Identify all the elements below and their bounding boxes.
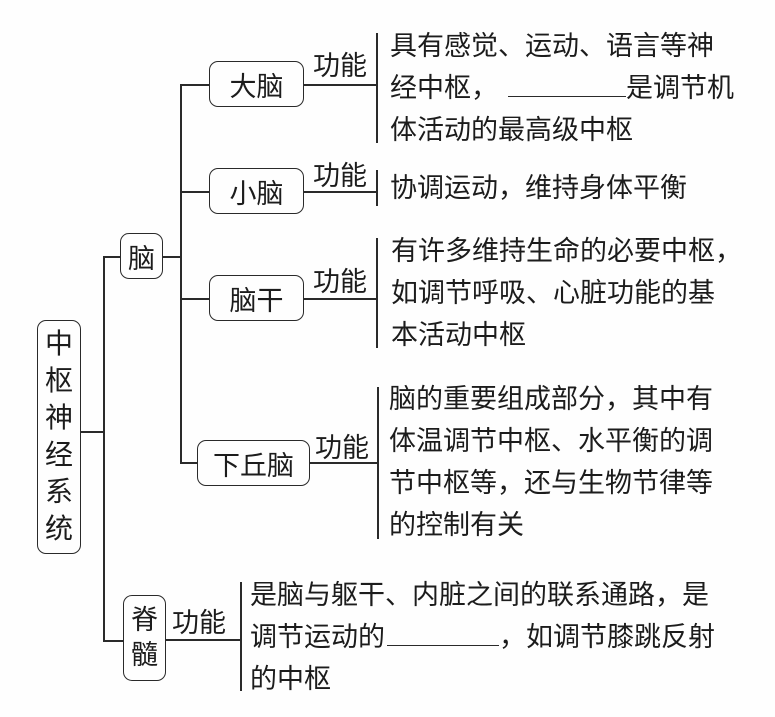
cerebrum-branch <box>180 84 210 86</box>
root-connector <box>80 431 104 433</box>
root-char: 中 <box>44 327 73 361</box>
brainstem-description: 有许多维持生命的必要中枢， 如调节呼吸、心脏功能的基 本活动中枢 <box>391 231 742 357</box>
desc-line: 协调运动，维持身体平衡 <box>390 173 687 204</box>
cerebellum-branch <box>180 191 210 193</box>
desc-line: 是脑与躯干、内脏之间的联系通路，是 <box>250 580 709 611</box>
cerebellum-bracket <box>376 170 378 206</box>
spinal-function-label: 功能 <box>172 608 226 639</box>
spinal-bracket <box>240 582 242 691</box>
brain-out-connector <box>162 256 181 258</box>
hypothalamus-node: 下丘脑 <box>197 440 310 486</box>
brainstem-bracket <box>376 238 378 348</box>
brainstem-label: 脑干 <box>229 285 284 317</box>
spinal-char: 脊 <box>131 604 158 636</box>
desc-line: 的中枢 <box>250 664 331 695</box>
root-char: 统 <box>44 511 73 545</box>
desc-line: 脑的重要组成部分，其中有 <box>389 384 713 415</box>
hypothalamus-function-label: 功能 <box>315 433 369 464</box>
desc-line: 体温调节中枢、水平衡的调 <box>389 426 713 457</box>
desc-line: 如调节呼吸、心脏功能的基 <box>391 278 715 309</box>
cerebellum-description: 协调运动，维持身体平衡 <box>390 168 687 210</box>
desc-line: 调节运动的 ，如调节膝跳反射 <box>250 617 715 659</box>
cerebrum-function-line <box>303 84 377 86</box>
root-char: 枢 <box>44 364 73 398</box>
hypothalamus-function-line <box>309 462 377 464</box>
spinal-description: 是脑与躯干、内脏之间的联系通路，是 调节运动的 ，如调节膝跳反射 的中枢 <box>250 575 715 701</box>
brainstem-function-line <box>303 298 377 300</box>
brainstem-branch <box>180 298 210 300</box>
fill-in-blank[interactable] <box>508 74 626 97</box>
hypothalamus-bracket <box>377 387 379 539</box>
cerebellum-function-line <box>303 191 377 193</box>
brain-node: 脑 <box>120 233 163 279</box>
cerebrum-function-label: 功能 <box>313 51 367 82</box>
brain-branch <box>103 256 121 258</box>
brainstem-node: 脑干 <box>209 275 304 321</box>
spinal-char: 髓 <box>131 640 158 671</box>
hypothalamus-label: 下丘脑 <box>213 450 294 482</box>
desc-line: 有许多维持生命的必要中枢， <box>391 236 742 267</box>
cerebrum-label: 大脑 <box>229 71 284 103</box>
cerebrum-node: 大脑 <box>209 61 304 107</box>
spinal-branch <box>103 640 124 642</box>
hypothalamus-branch <box>180 462 198 464</box>
desc-text: ，如调节膝跳反射 <box>499 622 715 653</box>
root-char: 经 <box>44 438 73 471</box>
brainstem-function-label: 功能 <box>313 267 367 298</box>
fill-in-blank[interactable] <box>387 623 499 646</box>
desc-text: 调节运动的 <box>250 622 385 653</box>
cerebrum-description: 具有感觉、运动、语言等神 经中枢， 是调节机 体活动的最高级中枢 <box>390 26 734 152</box>
desc-line: 本活动中枢 <box>391 320 526 351</box>
trunk-vertical <box>103 256 105 641</box>
desc-line: 经中枢， 是调节机 <box>390 68 734 110</box>
spinal-function-line <box>165 639 241 641</box>
desc-line: 具有感觉、运动、语言等神 <box>390 31 714 62</box>
desc-line: 节中枢等，还与生物节律等 <box>389 468 713 499</box>
spinal-cord-node: 脊 髓 <box>123 595 166 681</box>
cerebellum-function-label: 功能 <box>313 161 367 192</box>
brain-label: 脑 <box>128 243 155 275</box>
brain-vertical <box>180 84 182 463</box>
cerebellum-node: 小脑 <box>209 168 304 214</box>
desc-line: 的控制有关 <box>389 510 524 541</box>
root-char: 系 <box>44 474 73 508</box>
root-char: 神 <box>44 401 73 435</box>
cerebellum-label: 小脑 <box>229 178 284 210</box>
cerebrum-bracket <box>376 33 378 143</box>
hypothalamus-description: 脑的重要组成部分，其中有 体温调节中枢、水平衡的调 节中枢等，还与生物节律等 的… <box>389 379 713 547</box>
desc-text: 是调节机 <box>626 73 734 104</box>
desc-text: 经中枢， <box>390 73 498 104</box>
desc-line: 体活动的最高级中枢 <box>390 115 633 146</box>
root-node-cns: 中 枢 神 经 系 统 <box>37 320 81 554</box>
